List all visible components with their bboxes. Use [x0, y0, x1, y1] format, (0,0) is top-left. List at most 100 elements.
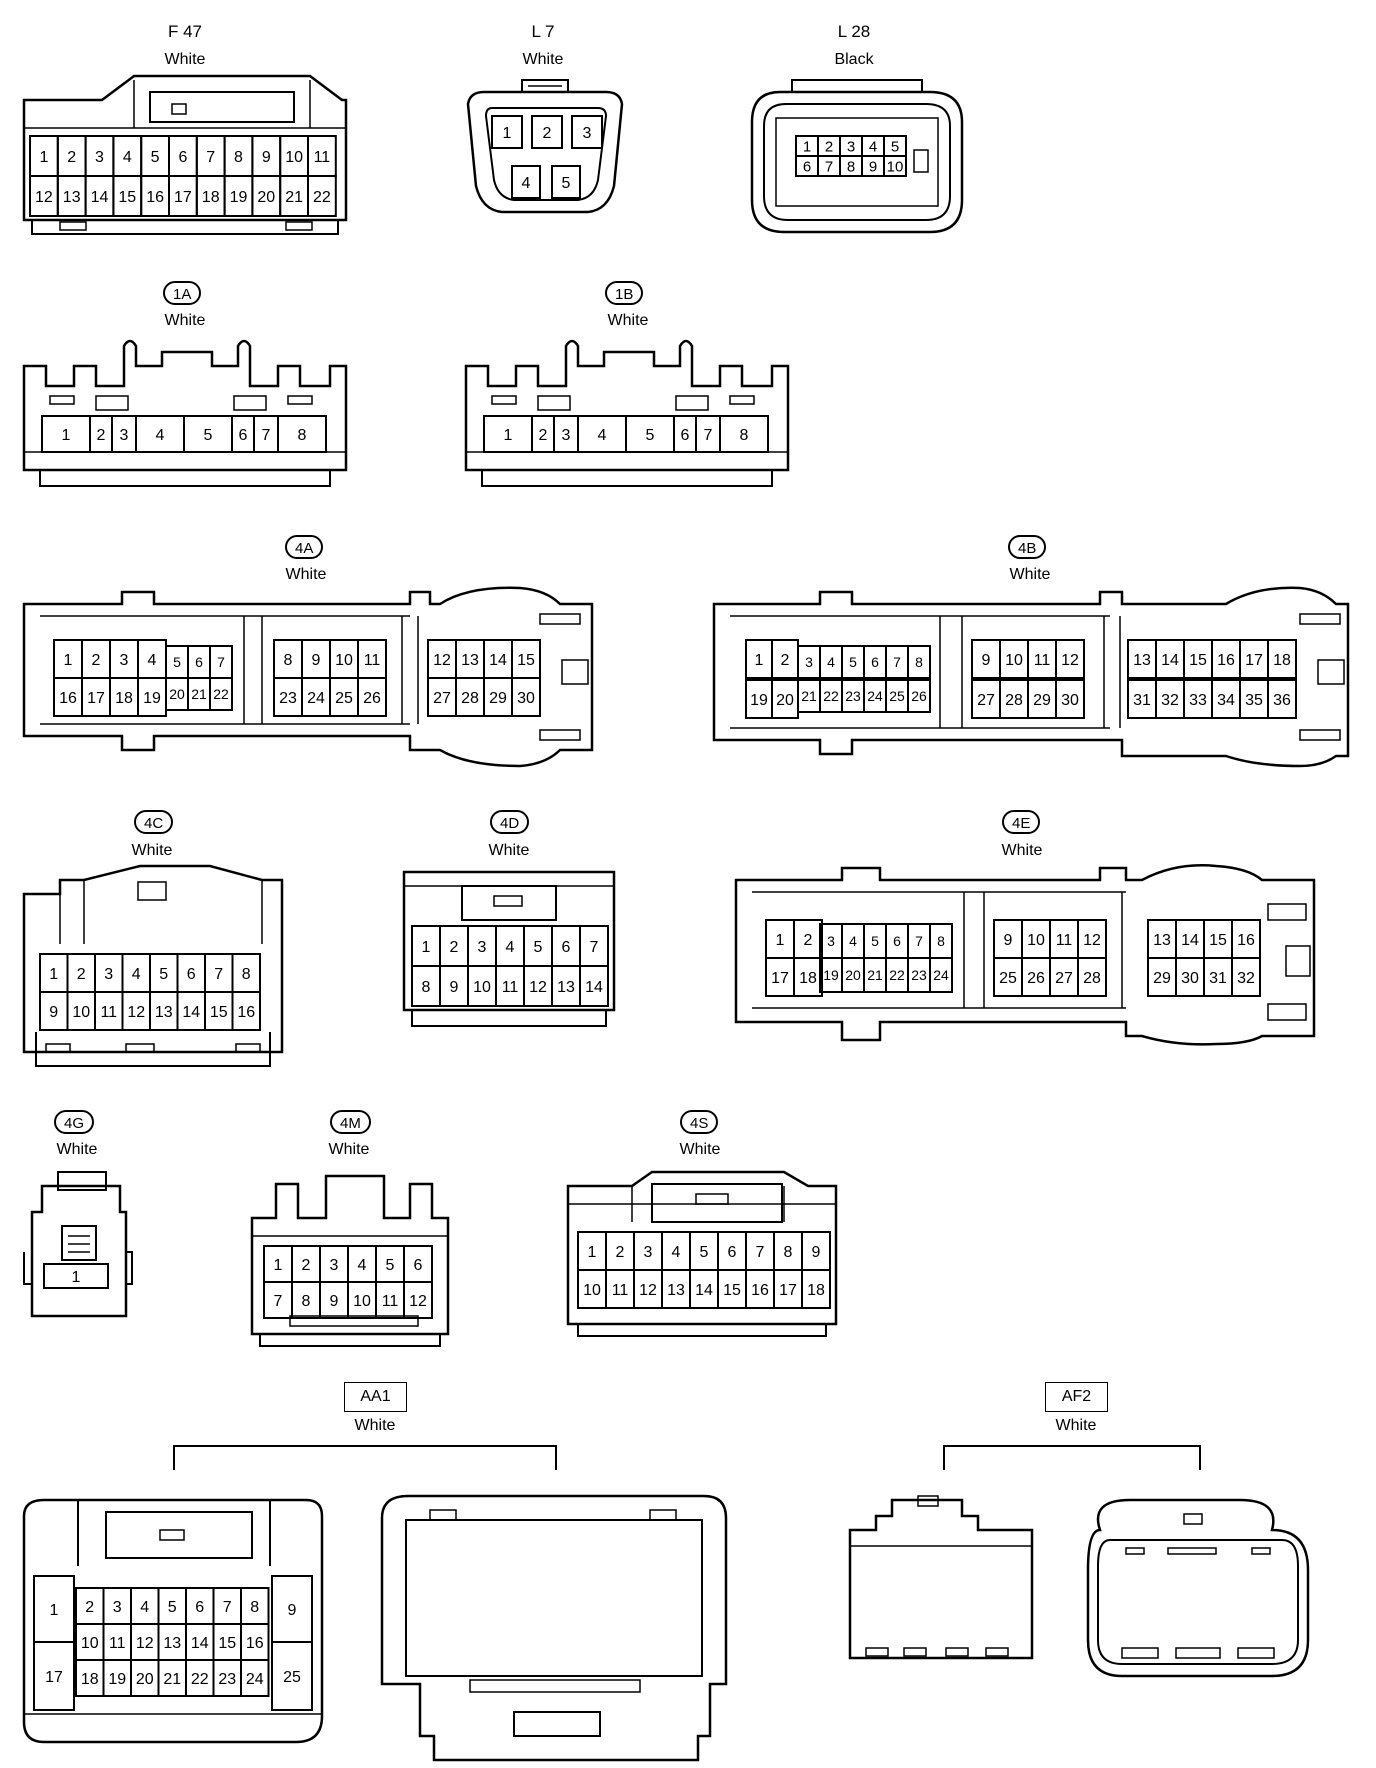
- pin-label: 6: [187, 966, 196, 983]
- pin-label: 3: [104, 966, 113, 983]
- pin-label: 30: [1181, 970, 1199, 987]
- pin-label: 7: [262, 427, 271, 444]
- pin-label: 18: [115, 690, 133, 707]
- connector-f47-code: F 47: [167, 22, 203, 41]
- pin-label: 14: [585, 979, 603, 996]
- pin-label: 5: [534, 939, 543, 956]
- pin-label: 13: [461, 652, 479, 669]
- pin-label: 8: [915, 654, 923, 670]
- pin-label: 33: [1189, 692, 1207, 709]
- pin-cell: [571, 115, 603, 149]
- pin-label: 1: [72, 1269, 81, 1286]
- pin-label: 8: [937, 933, 945, 949]
- pin-cell: [1267, 639, 1297, 679]
- pin-label: 14: [695, 1282, 713, 1299]
- pin-label: 5: [871, 933, 879, 949]
- connector-4d-color: White: [488, 842, 530, 859]
- pin-label: 8: [284, 652, 293, 669]
- pin-cell: [1267, 679, 1297, 719]
- pin-cell: [1055, 639, 1085, 679]
- pin-label: 23: [218, 1671, 236, 1688]
- pin-label: 5: [159, 966, 168, 983]
- pin-label: 2: [616, 1244, 625, 1261]
- pin-cell: [1231, 957, 1261, 997]
- pin-label: 7: [206, 149, 215, 166]
- pin-label: 3: [583, 125, 592, 142]
- pin-label: 11: [100, 1004, 117, 1021]
- pin-label: 15: [1209, 932, 1227, 949]
- connector-1a-housing: [22, 339, 348, 487]
- pin-label: 15: [210, 1004, 228, 1021]
- connector-af2-color: White: [1055, 1417, 1097, 1434]
- pin-label: 19: [230, 189, 248, 206]
- pin-label: 4: [148, 652, 157, 669]
- pin-label: 6: [414, 1257, 423, 1274]
- pin-label: 14: [91, 189, 109, 206]
- pin-label: 16: [146, 189, 164, 206]
- pin-label: 8: [242, 966, 251, 983]
- connector-af2-bracket: [943, 1445, 1201, 1470]
- pin-label: 14: [1161, 652, 1179, 669]
- pin-label: 7: [214, 966, 223, 983]
- pin-label: 1: [588, 1244, 597, 1261]
- connector-1a-color: White: [164, 312, 206, 329]
- pin-label: 19: [823, 967, 839, 983]
- connector-4e-housing: [734, 864, 1316, 1046]
- connector-4s-color: White: [679, 1141, 721, 1158]
- pin-label: 12: [136, 1635, 154, 1652]
- pin-label: 12: [1061, 652, 1079, 669]
- pin-label: 12: [35, 189, 53, 206]
- pin-label: 2: [825, 138, 833, 155]
- pin-label: 7: [756, 1244, 765, 1261]
- pin-label: 14: [191, 1635, 209, 1652]
- pin-label: 29: [1033, 692, 1051, 709]
- pin-label: 29: [1153, 970, 1171, 987]
- connector-4b-color: White: [1009, 566, 1051, 583]
- connector-4e-code: 4E: [1002, 810, 1041, 834]
- pin-label: 1: [50, 1602, 59, 1619]
- pin-label: 1: [62, 427, 71, 444]
- pin-cell: [1055, 679, 1085, 719]
- pin-label: 21: [191, 686, 207, 702]
- pin-label: 10: [285, 149, 303, 166]
- connector-4a-color: White: [285, 566, 327, 583]
- pin-label: 18: [807, 1282, 825, 1299]
- pin-label: 10: [583, 1282, 601, 1299]
- pin-label: 9: [262, 149, 271, 166]
- pin-label: 4: [869, 138, 877, 155]
- connector-4a-code: 4A: [285, 535, 324, 559]
- pin-cell: [271, 1641, 313, 1711]
- pin-label: 6: [681, 427, 690, 444]
- pin-label: 1: [755, 652, 764, 669]
- pin-label: 16: [246, 1635, 264, 1652]
- pin-label: 22: [313, 189, 331, 206]
- pin-label: 1: [49, 966, 58, 983]
- connector-4d-housing: [402, 870, 616, 1027]
- pin-label: 15: [723, 1282, 741, 1299]
- pin-label: 8: [234, 149, 243, 166]
- pin-label: 1: [39, 149, 48, 166]
- pin-label: 21: [867, 967, 883, 983]
- connector-4a-housing: [22, 586, 594, 768]
- pin-cell: [403, 1281, 433, 1319]
- pin-label: 11: [314, 149, 331, 166]
- pin-cell: [793, 957, 823, 997]
- pin-cell: [277, 415, 327, 453]
- connector-l28-code: L 28: [837, 22, 871, 41]
- pin-label: 4: [132, 966, 141, 983]
- pin-label: 10: [1005, 652, 1023, 669]
- pin-label: 15: [1189, 652, 1207, 669]
- pin-label: 17: [174, 189, 192, 206]
- pin-label: 34: [1217, 692, 1235, 709]
- pin-label: 6: [195, 654, 203, 670]
- pin-label: 4: [140, 1599, 149, 1616]
- connector-l7-housing: [466, 79, 624, 214]
- pin-label: 20: [776, 692, 794, 709]
- connector-4m-housing: [250, 1174, 450, 1347]
- pin-label: 6: [562, 939, 571, 956]
- pin-label: 10: [81, 1635, 99, 1652]
- pin-label: 2: [450, 939, 459, 956]
- pin-label: 28: [1083, 970, 1101, 987]
- pin-label: 25: [335, 690, 353, 707]
- pin-label: 9: [1004, 932, 1013, 949]
